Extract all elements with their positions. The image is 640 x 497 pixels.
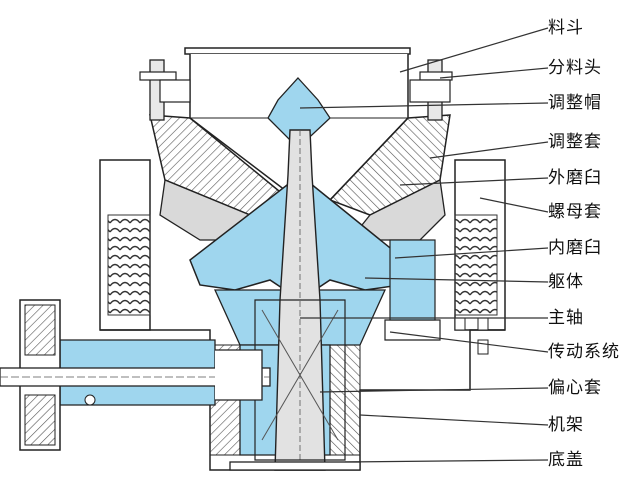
label-body: 躯体: [548, 272, 584, 292]
label-frame: 机架: [548, 415, 584, 435]
label-drive-system: 传动系统: [548, 342, 620, 362]
label-main-shaft: 主轴: [548, 308, 584, 328]
label-eccentric-sleeve: 偏心套: [548, 378, 602, 398]
label-inner-liner: 内磨臼: [548, 238, 602, 258]
label-outer-liner: 外磨臼: [548, 168, 602, 188]
frame: [99, 159, 506, 471]
label-nut-sleeve: 螺母套: [548, 202, 602, 222]
label-hopper: 料斗: [548, 18, 584, 38]
drive-system: [0, 299, 271, 451]
label-bottom-cover: 底盖: [548, 450, 584, 470]
label-adjusting-cap: 调整帽: [548, 93, 602, 113]
main-shaft: [254, 129, 346, 471]
leader-lines: [299, 27, 549, 463]
label-adjusting-sleeve: 调整套: [548, 132, 602, 152]
label-distributor-head: 分料头: [548, 58, 602, 78]
bottom-cover: [229, 461, 361, 471]
